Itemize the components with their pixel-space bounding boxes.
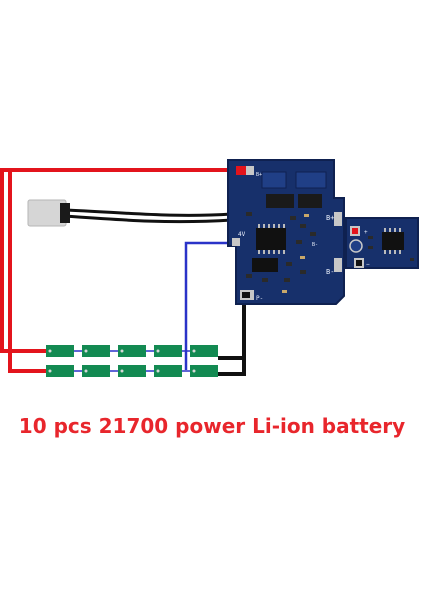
battery-cell-row-top xyxy=(46,345,218,357)
battery-cell xyxy=(190,365,218,377)
ic-pins xyxy=(258,224,285,254)
main-bms-board: B+ B- P- 4V B+ B- xyxy=(227,159,345,305)
smd-components xyxy=(246,212,316,282)
board-balance-pad xyxy=(232,238,240,246)
board-upper-pad-left xyxy=(261,171,287,189)
label-b-plus: B+ xyxy=(326,214,334,222)
board-upper-pad-right xyxy=(295,171,327,189)
label-p-minus: P- xyxy=(256,295,263,302)
thermistor-cable xyxy=(63,204,247,217)
battery-cell xyxy=(118,345,146,357)
small-indicator-board: + − xyxy=(345,217,419,269)
mosfet-2 xyxy=(298,194,322,208)
red-positive-wire xyxy=(0,168,244,353)
battery-cell xyxy=(154,345,182,357)
label-pin-4v: 4V xyxy=(238,231,246,238)
black-negative-wire-2 xyxy=(218,300,246,376)
battery-cell xyxy=(46,365,74,377)
cell-terminal-dots xyxy=(48,349,196,373)
small-board-minus-label: − xyxy=(366,261,370,268)
red-positive-wire-lower xyxy=(8,170,48,373)
label-b-minus-side: B- xyxy=(312,242,318,248)
caption-title: 10 pcs 21700 power Li-ion battery xyxy=(18,414,406,438)
black-negative-wire xyxy=(218,296,246,360)
small-board-led xyxy=(349,239,363,253)
bms-ic-main xyxy=(256,228,286,250)
battery-cell xyxy=(154,365,182,377)
battery-cell-row-bottom xyxy=(46,365,218,377)
label-b-minus: B- xyxy=(326,268,334,276)
small-board-plus-label: + xyxy=(364,229,368,236)
thermistor-cable-2 xyxy=(63,210,247,224)
mosfet-1 xyxy=(266,194,294,208)
label-b-plus-top: B+ xyxy=(256,172,262,178)
battery-cell xyxy=(118,365,146,377)
bms-ic-secondary xyxy=(252,258,278,272)
thermistor-sleeve xyxy=(60,203,70,223)
battery-cell xyxy=(190,345,218,357)
battery-cell xyxy=(46,345,74,357)
small-board-ic xyxy=(382,232,404,250)
blue-balance-wire xyxy=(184,241,236,370)
battery-cell xyxy=(82,365,110,377)
battery-cell xyxy=(82,345,110,357)
board-bplus-pad xyxy=(334,212,342,226)
board-bminus-pad xyxy=(334,258,342,272)
cell-series-links xyxy=(74,350,190,372)
